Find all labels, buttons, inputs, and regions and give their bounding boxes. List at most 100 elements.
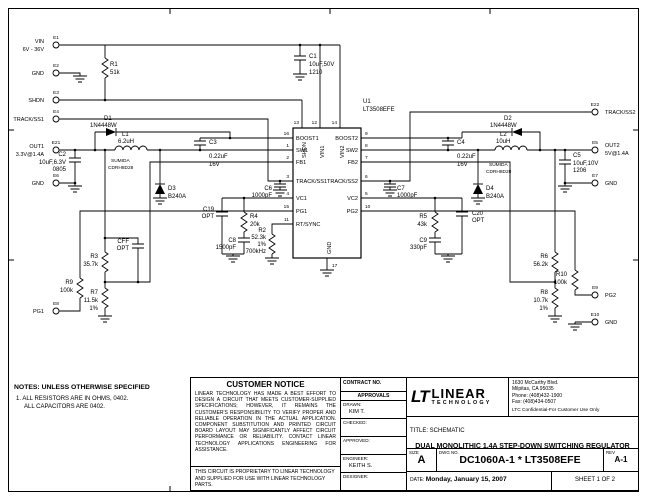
approvals-column: CONTRACT NO. APPROVALS DRAWN: KIM T. CHE… [341,378,407,490]
c2-val: 10uF,6.3V [39,160,66,166]
component-symbols [68,55,582,331]
c4-val: 0.22uF [457,154,476,160]
r9-ref: R9 [65,280,73,286]
r5-val: 43k [417,222,428,228]
size-label: SIZE [409,450,419,455]
l2-val: 10uH [496,139,510,145]
l1-ref: L1 [122,132,129,138]
diode-d2 [511,128,522,136]
component-labels: R1 51k C1 10uF,50V 1210 C2 10uF,6.3V 080… [39,54,598,312]
e10-designator: E10 [591,312,600,318]
u1-pinnum-10: 10 [365,204,371,210]
resistor-r6 [551,251,559,273]
c20-ref: C20 [472,211,484,217]
c19-ref: C19 [203,207,215,213]
inductor-l1 [114,145,148,151]
title-row: TITLE: SCHEMATIC DUAL MONOLITHIC 1.4A ST… [407,417,638,450]
r10-val: 100k [554,280,568,286]
d4-ref: D4 [486,186,494,192]
u1-part: LT3508EFE [363,107,395,113]
resistor-r2 [268,233,276,255]
u1-pinnum-7: 7 [365,155,368,161]
e21-rating: 3.3V@1.4A [16,152,45,158]
rev-cell: REV A-1 [604,449,638,471]
date-label: DATE: [410,477,425,483]
resistor-r5 [431,211,439,233]
c6-ref: C6 [264,186,272,192]
approvals-row-drawn: DRAWN: KIM T. [341,401,406,419]
c2-size: 0805 [53,167,67,173]
r10-ref: R10 [556,272,568,278]
u1-pin-vc2: VC2 [347,196,358,202]
r2-freq: 700kHz [246,249,266,255]
d1-ref: D1 [104,116,112,122]
u1-pin-pg1: PG1 [296,209,307,215]
customer-notice-footer: THIS CIRCUIT IS PROPRIETARY TO LINEAR TE… [191,466,340,490]
logo-address-row: LT LINEAR TECHNOLOGY 1630 McCarthy Blvd.… [407,378,638,417]
e1-name: VIN [35,39,44,45]
u1-pinnum-4: 4 [286,191,289,197]
e8-name: PG1 [33,309,44,315]
u1-pin-pg2: PG2 [347,209,358,215]
r8-val: 10.7k [533,298,549,304]
capacitor-c9 [429,237,441,243]
sheet-cell: SHEET 1 OF 2 [575,477,615,483]
terminal-posts [52,41,599,326]
company-address: 1630 McCarthy Blvd. Milpitas, CA 95035 P… [509,378,638,416]
diode-d1 [106,128,117,136]
c8-val: 1500pF [216,245,237,251]
u1-pin-vin2: VIN2 [340,146,346,158]
cff-val: OPT [117,246,130,252]
resistor-r7 [101,287,109,309]
u1-ref: U1 [363,99,371,105]
c1-size: 1210 [309,70,323,76]
capacitor-c5 [559,159,571,165]
u1-pinnum-9: 9 [365,131,368,137]
approvals-row-designer: DESIGNER: [341,473,406,490]
e7-name: GND [605,181,617,187]
ltc-logo-technology: TECHNOLOGY [431,400,492,406]
drawn-value: KIM T. [349,409,365,415]
approved-label: APPROVED: [343,438,370,443]
e1-rating: 6V - 36V [23,47,45,53]
r4-ref: R4 [250,214,258,220]
c4-ref: C4 [457,140,465,146]
e6-designator: E6 [53,173,59,179]
terminal-labels: E1 VIN 6V - 36V E2 GND E3 SHDN E4 TRACK/… [13,35,635,326]
u1-pin-vc1: VC1 [296,196,307,202]
e21-designator: E21 [52,140,61,146]
ltc-logo-mark: LT [411,387,429,406]
customer-notice-body: LINEAR TECHNOLOGY HAS MADE A BEST EFFORT… [195,391,336,453]
d3-ref: D3 [168,186,176,192]
engineer-value: KEITH S. [349,463,373,469]
r8-ref: R8 [540,290,548,296]
title-block-right: LT LINEAR TECHNOLOGY 1630 McCarthy Blvd.… [407,378,638,490]
u1-pinnum-2: 2 [286,155,289,161]
inductor-l2 [494,145,528,151]
e4-designator: E4 [53,109,59,115]
ic-u1: U1 LT3508EFE BOOST1 SW1 FB1 TRACK/SS1 VC… [284,99,395,269]
dwg-label: DWG NO. [439,450,459,455]
e22-name: TRACK/SS2 [605,110,636,116]
date-value: Monday, January 15, 2007 [425,476,507,483]
r9-val: 100k [60,288,74,294]
customer-notice: CUSTOMER NOTICE LINEAR TECHNOLOGY HAS MA… [191,378,341,490]
c5-ref: C5 [573,153,581,159]
u1-pinnum-15: 15 [284,204,290,210]
l2-mfr: SUMIDA [489,162,508,168]
resistor-r4 [240,211,248,233]
schematic-wires [59,44,592,324]
title-label: TITLE: SCHEMATIC [410,428,465,434]
ltc-logo: LT LINEAR TECHNOLOGY [407,378,509,416]
capacitor-c2 [69,157,81,163]
u1-pinnum-12: 12 [312,120,318,126]
r7-ref: R7 [90,290,98,296]
ltc-logo-linear: LINEAR [431,386,486,401]
e9-name: PG2 [605,293,616,299]
resistor-r1 [101,57,109,79]
capacitor-c8 [238,237,250,243]
u1-pinnum-11: 11 [284,217,289,223]
r7-val: 11.5k [84,298,99,304]
c3-val: 0.22uF [209,154,228,160]
u1-pinnum-14: 14 [332,120,338,126]
